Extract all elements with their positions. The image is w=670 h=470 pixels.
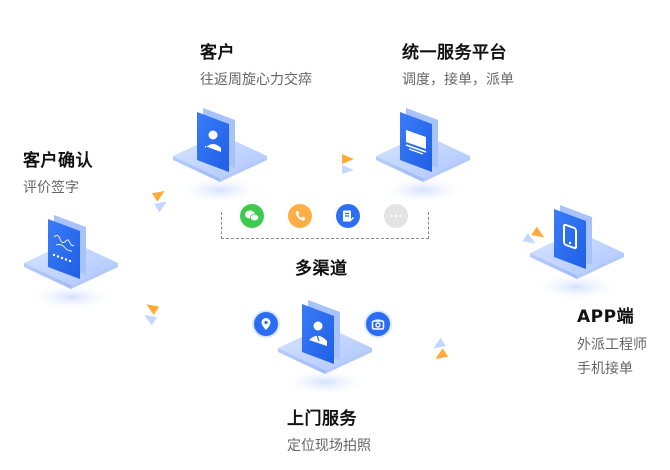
form-check-icon — [343, 210, 354, 222]
confirm-subtitle: 评价签字 — [23, 180, 79, 196]
arrow-onsite-to-confirm — [144, 304, 211, 358]
customer-node — [165, 98, 275, 208]
app-subtitle-line1: 外派工程师 — [577, 337, 647, 353]
confirm-node — [16, 205, 126, 315]
phone-icon — [295, 211, 305, 221]
app-subtitle-line2: 手机接单 — [577, 361, 633, 377]
mobile-card-icon — [522, 195, 632, 305]
arrow-app-to-onsite — [433, 306, 500, 360]
onsite-subtitle: 定位现场拍照 — [287, 438, 371, 454]
user-card-icon — [165, 98, 275, 208]
onsite-tool-location — [254, 312, 278, 336]
location-pin-icon — [261, 318, 271, 330]
onsite-tool-camera — [366, 312, 390, 336]
arrow-head — [342, 165, 354, 174]
monitor-card-icon — [368, 98, 478, 208]
onsite-node — [270, 290, 380, 400]
channel-form — [336, 204, 360, 228]
platform-subtitle: 调度，接单，派单 — [402, 72, 514, 88]
engineer-card-icon — [270, 290, 380, 400]
confirm-title: 客户确认 — [23, 151, 93, 171]
channels-label: 多渠道 — [295, 259, 348, 279]
app-title: APP端 — [577, 307, 635, 327]
arrow-customer-to-platform — [274, 154, 354, 174]
arrow-confirm-to-customer — [100, 190, 167, 244]
wechat-icon — [245, 210, 260, 222]
customer-subtitle: 往返周旋心力交瘁 — [200, 72, 312, 88]
arrow-platform-to-app — [470, 195, 545, 244]
signature-card-icon — [16, 205, 126, 315]
channel-more — [384, 204, 408, 228]
channel-phone — [288, 204, 312, 228]
app-node — [522, 195, 632, 305]
arrow-head — [342, 154, 354, 164]
camera-icon — [371, 319, 385, 330]
onsite-title: 上门服务 — [287, 409, 357, 429]
platform-title: 统一服务平台 — [402, 43, 507, 63]
channels-bracket — [221, 212, 429, 239]
channel-wechat — [240, 204, 264, 228]
customer-title: 客户 — [200, 43, 235, 63]
more-icon — [390, 214, 402, 218]
platform-node — [368, 98, 478, 208]
